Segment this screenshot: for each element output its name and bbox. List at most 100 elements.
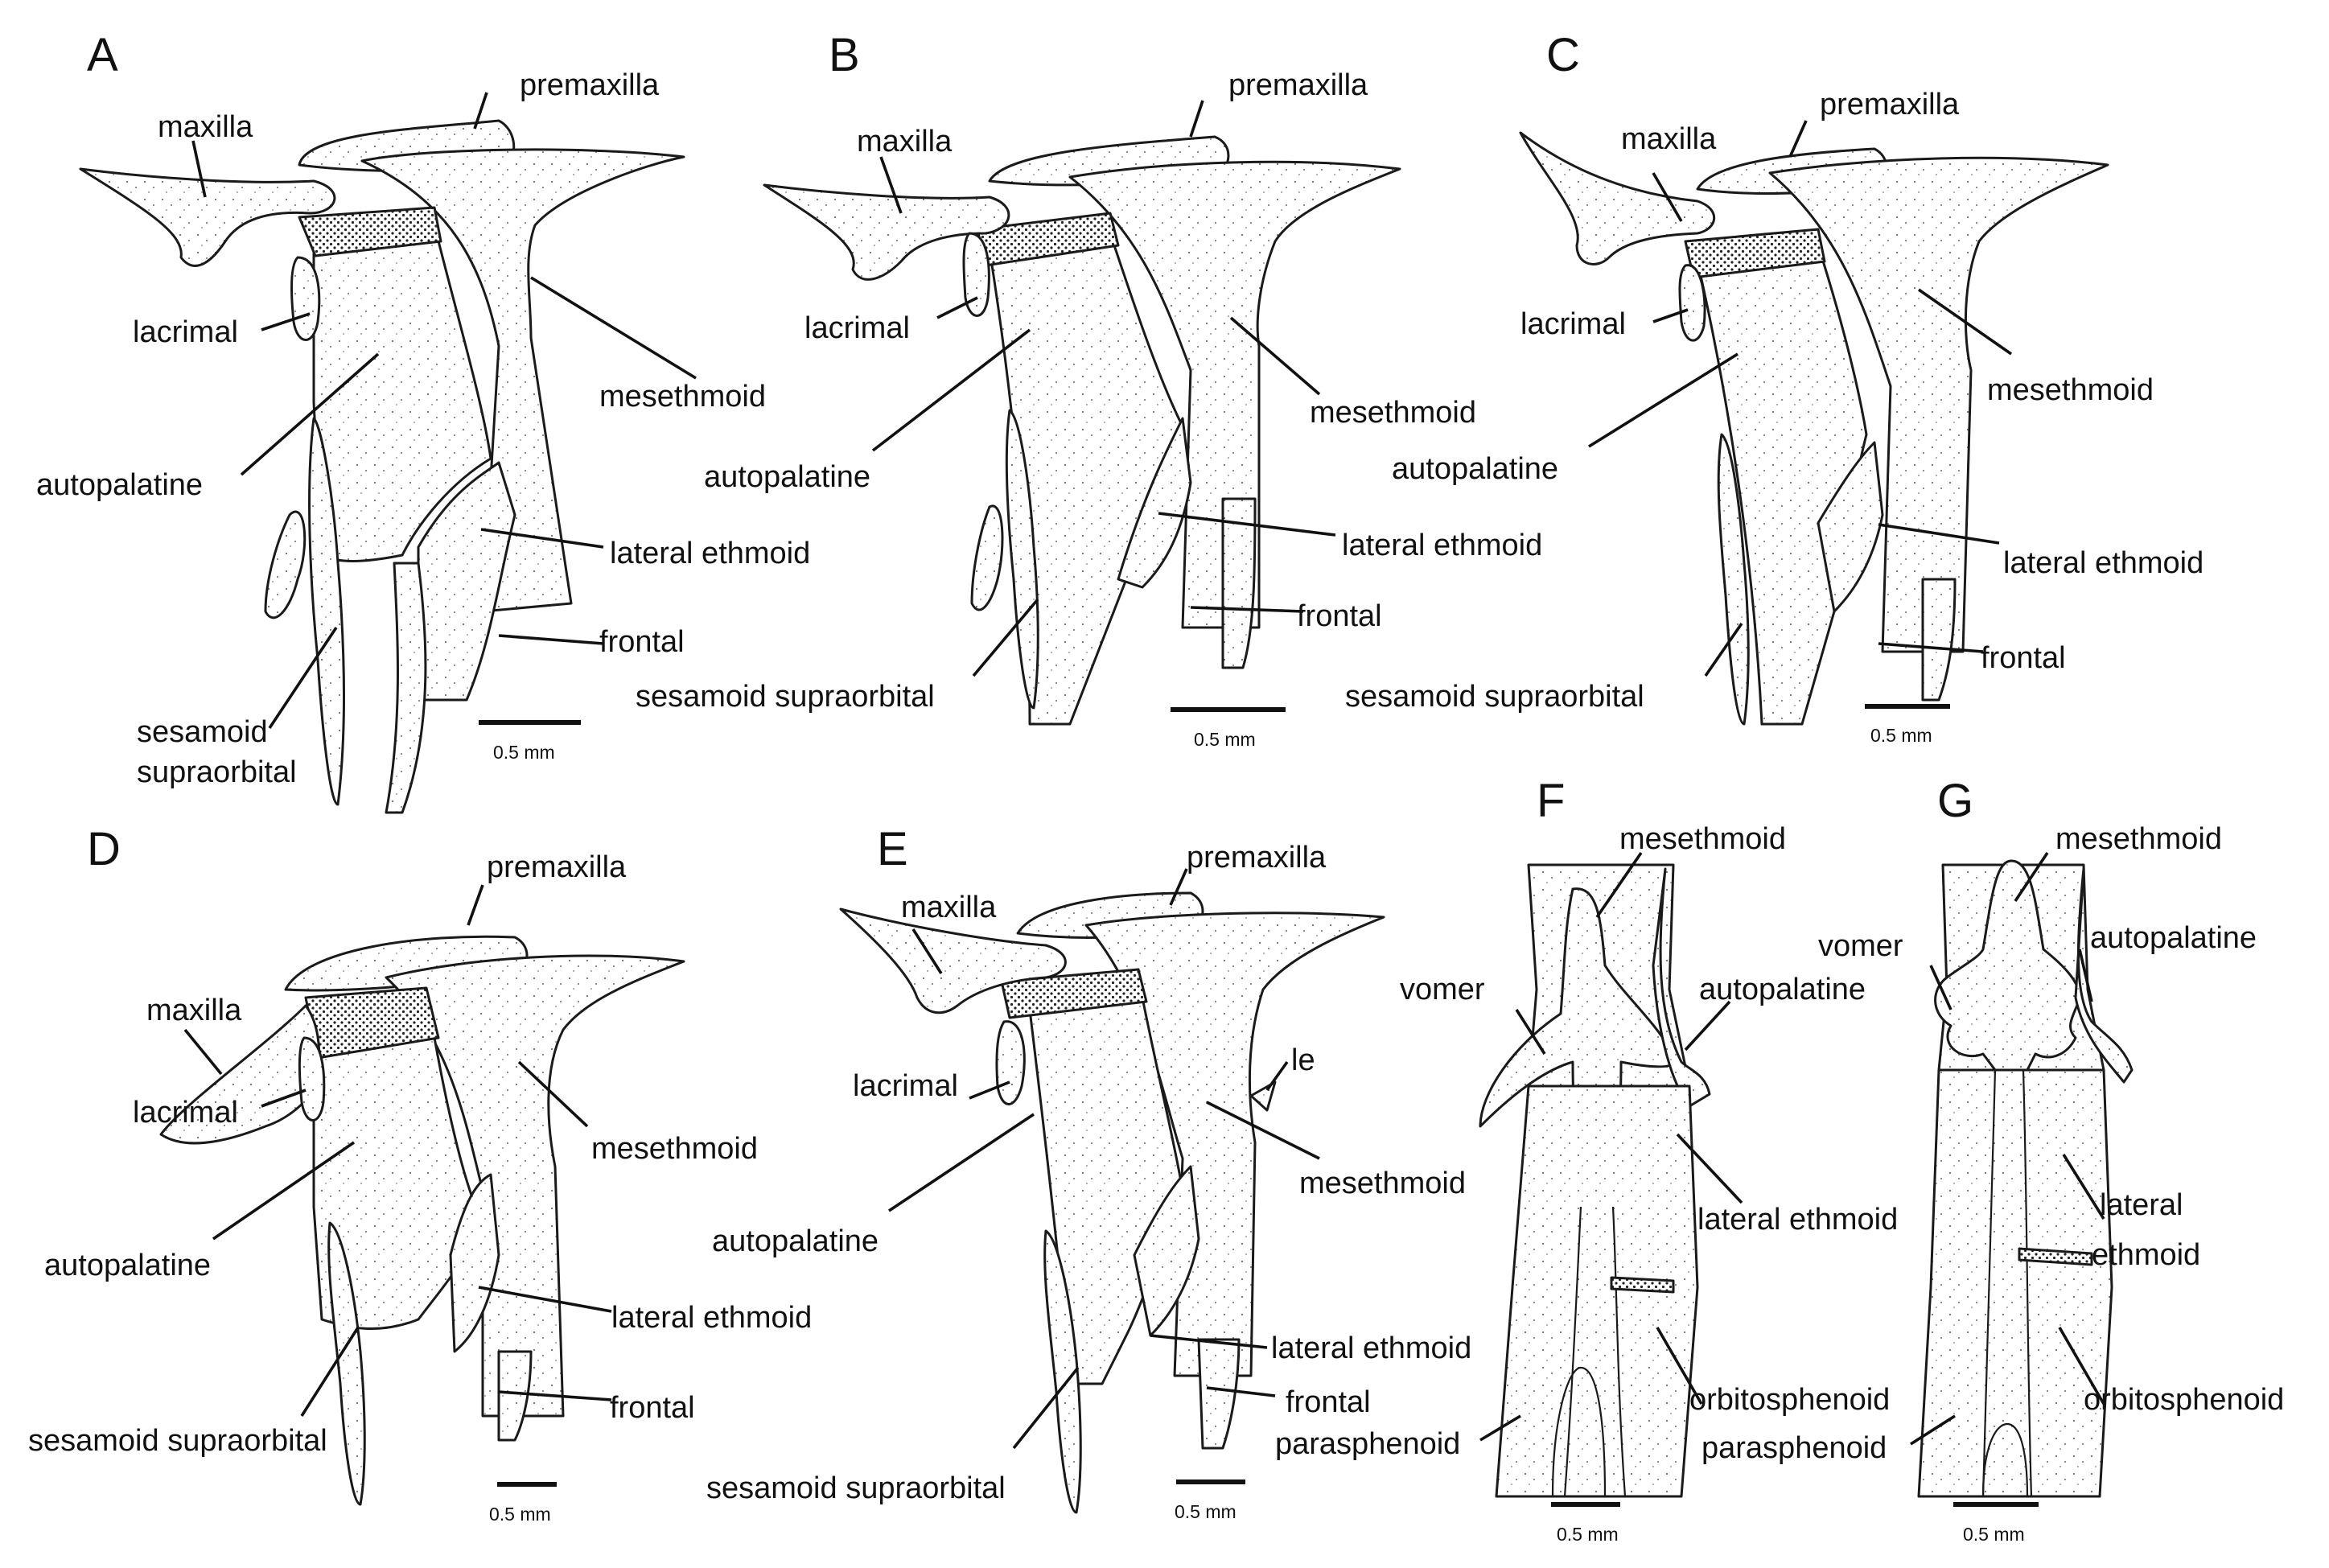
- label-autopalatine-e: autopalatine: [712, 1224, 879, 1258]
- panel-label-a: A: [87, 29, 118, 81]
- label-autopalatine-b: autopalatine: [704, 460, 870, 494]
- label-maxilla-b: maxilla: [857, 125, 953, 158]
- label-premaxilla-e: premaxilla: [1187, 841, 1327, 875]
- maxilla-bone: [1519, 131, 1716, 265]
- leader-autopalatine-c: [1588, 352, 1739, 448]
- orbitosphenoid-bone: [1981, 1069, 2033, 1497]
- label-mesethmoid-g: mesethmoid: [2055, 822, 2222, 856]
- panel-f: F mesethmoid vomer autopalatine lateral …: [1275, 775, 1898, 1545]
- label-lateral-ethmoid-a: lateral ethmoid: [610, 537, 810, 570]
- vomer-bone: [1934, 859, 2081, 1072]
- leader-lacrimal-e: [969, 1080, 1010, 1100]
- label-sesamoid-e: sesamoid supraorbital: [706, 1471, 1006, 1505]
- leader-vomer-g: [1929, 965, 1952, 1010]
- leader-frontal-d: [498, 1390, 612, 1401]
- orbitosphenoid-band: [2018, 1247, 2093, 1266]
- leader-sesamoid-b: [972, 598, 1039, 677]
- label-parasphenoid-g: parasphenoid: [1701, 1431, 1887, 1465]
- sesamoid-supraorbital-bone: [327, 1221, 366, 1506]
- lacrimal-bone: [290, 256, 321, 341]
- label-lateral-ethmoid-b: lateral ethmoid: [1342, 529, 1542, 562]
- label-premaxilla-a: premaxilla: [520, 68, 660, 102]
- label-premaxilla-c: premaxilla: [1820, 88, 1960, 121]
- leader-mesethmoid-b: [1229, 316, 1321, 396]
- frontal-bone: [1197, 1338, 1241, 1450]
- leader-lateral-ethmoid-c: [1878, 523, 2000, 545]
- lateral-ethmoid-bone: [1133, 1165, 1200, 1337]
- leader-parasphenoid-f: [1479, 1414, 1521, 1442]
- leader-maxilla-a: [191, 140, 207, 198]
- leader-frontal-e: [1206, 1386, 1276, 1397]
- frontal-bone: [1921, 578, 1957, 702]
- lacrimal-bone: [1678, 264, 1706, 342]
- label-lateral-ethmoid-g-l1: lateral: [2100, 1188, 2183, 1222]
- leader-lateral-ethmoid-g: [2062, 1154, 2105, 1220]
- scale-label-f: 0.5 mm: [1557, 1524, 1619, 1545]
- frontal-bone: [1221, 497, 1257, 669]
- leader-autopalatine-a: [240, 352, 380, 476]
- autopalatine-bone: [2074, 867, 2134, 1084]
- mesethmoid-bone: [360, 148, 685, 613]
- leader-autopalatine-e: [888, 1113, 1035, 1212]
- leader-mesethmoid-f: [1595, 851, 1643, 919]
- autopalatine-process: [970, 504, 1004, 611]
- leader-autopalatine-g: [2078, 949, 2093, 1002]
- mesethmoid-bone: [1768, 156, 2109, 653]
- leader-mesethmoid-c: [1917, 288, 2013, 356]
- leader-lacrimal-d: [261, 1089, 307, 1108]
- leader-sesamoid-a: [268, 627, 338, 729]
- label-autopalatine-d: autopalatine: [44, 1249, 211, 1282]
- label-mesethmoid-f: mesethmoid: [1619, 822, 1786, 856]
- label-lateral-ethmoid-d: lateral ethmoid: [611, 1301, 812, 1335]
- autopalatine-cartilage: [298, 206, 442, 257]
- leader-premaxilla-b: [1189, 100, 1204, 138]
- orbitosphenoid-band: [1610, 1276, 1675, 1294]
- label-maxilla-c: maxilla: [1621, 122, 1717, 156]
- label-mesethmoid-c: mesethmoid: [1987, 373, 2154, 407]
- label-lacrimal-a: lacrimal: [133, 315, 238, 349]
- lacrimal-bone: [298, 1036, 326, 1121]
- leader-frontal-a: [498, 634, 604, 645]
- leader-lateral-ethmoid-b: [1158, 512, 1336, 537]
- leader-maxilla-b: [879, 156, 903, 214]
- panel-c: C premaxilla maxilla lacrimal mesethmoid…: [1345, 29, 2203, 746]
- panel-label-b: B: [829, 29, 860, 81]
- leader-sesamoid-d: [300, 1327, 360, 1417]
- sesamoid-supraorbital-bone: [1043, 1229, 1082, 1514]
- panel-label-d: D: [87, 823, 121, 875]
- label-premaxilla-b: premaxilla: [1228, 68, 1368, 102]
- label-frontal-e: frontal: [1286, 1385, 1371, 1419]
- leader-lacrimal-b: [936, 296, 978, 319]
- label-mesethmoid-d: mesethmoid: [591, 1132, 758, 1166]
- panel-label-f: F: [1537, 775, 1565, 827]
- lacrimal-bone: [995, 1020, 1026, 1105]
- maxilla-bone: [763, 183, 1010, 281]
- lacrimal-bone: [962, 232, 990, 317]
- sesamoid-supraorbital-bone: [1717, 433, 1750, 726]
- leader-maxilla-d: [183, 1028, 223, 1076]
- label-maxilla-d: maxilla: [146, 994, 242, 1027]
- leader-sesamoid-c: [1704, 622, 1743, 677]
- frontal-bone: [385, 562, 427, 814]
- label-frontal-a: frontal: [599, 625, 685, 659]
- leader-autopalatine-d: [212, 1141, 356, 1241]
- label-mesethmoid-b: mesethmoid: [1310, 396, 1476, 430]
- panel-g: G mesethmoid vomer autopalatine lateral …: [1701, 775, 2284, 1545]
- lateral-ethmoid-bone: [1917, 1068, 2113, 1498]
- label-parasphenoid-f: parasphenoid: [1275, 1427, 1460, 1461]
- label-vomer-f: vomer: [1400, 973, 1485, 1006]
- leader-mesethmoid-e: [1206, 1101, 1320, 1160]
- maxilla-bone: [839, 907, 1067, 1014]
- lateral-ethmoid-bone: [449, 1173, 500, 1353]
- label-sesamoid-a-l1: sesamoid: [137, 715, 268, 749]
- label-lateral-ethmoid-e: lateral ethmoid: [1271, 1331, 1471, 1365]
- label-maxilla-e: maxilla: [901, 891, 997, 924]
- scale-label-b: 0.5 mm: [1194, 729, 1256, 750]
- lateral-ethmoid-bone: [1117, 417, 1192, 589]
- label-lacrimal-b: lacrimal: [804, 311, 910, 345]
- leader-mesethmoid-a: [530, 276, 697, 380]
- lateral-ethmoid-bone: [417, 461, 516, 702]
- parasphenoid-bone: [1551, 1366, 1607, 1497]
- leader-autopalatine-f: [1684, 1000, 1731, 1052]
- label-autopalatine-c: autopalatine: [1392, 452, 1558, 486]
